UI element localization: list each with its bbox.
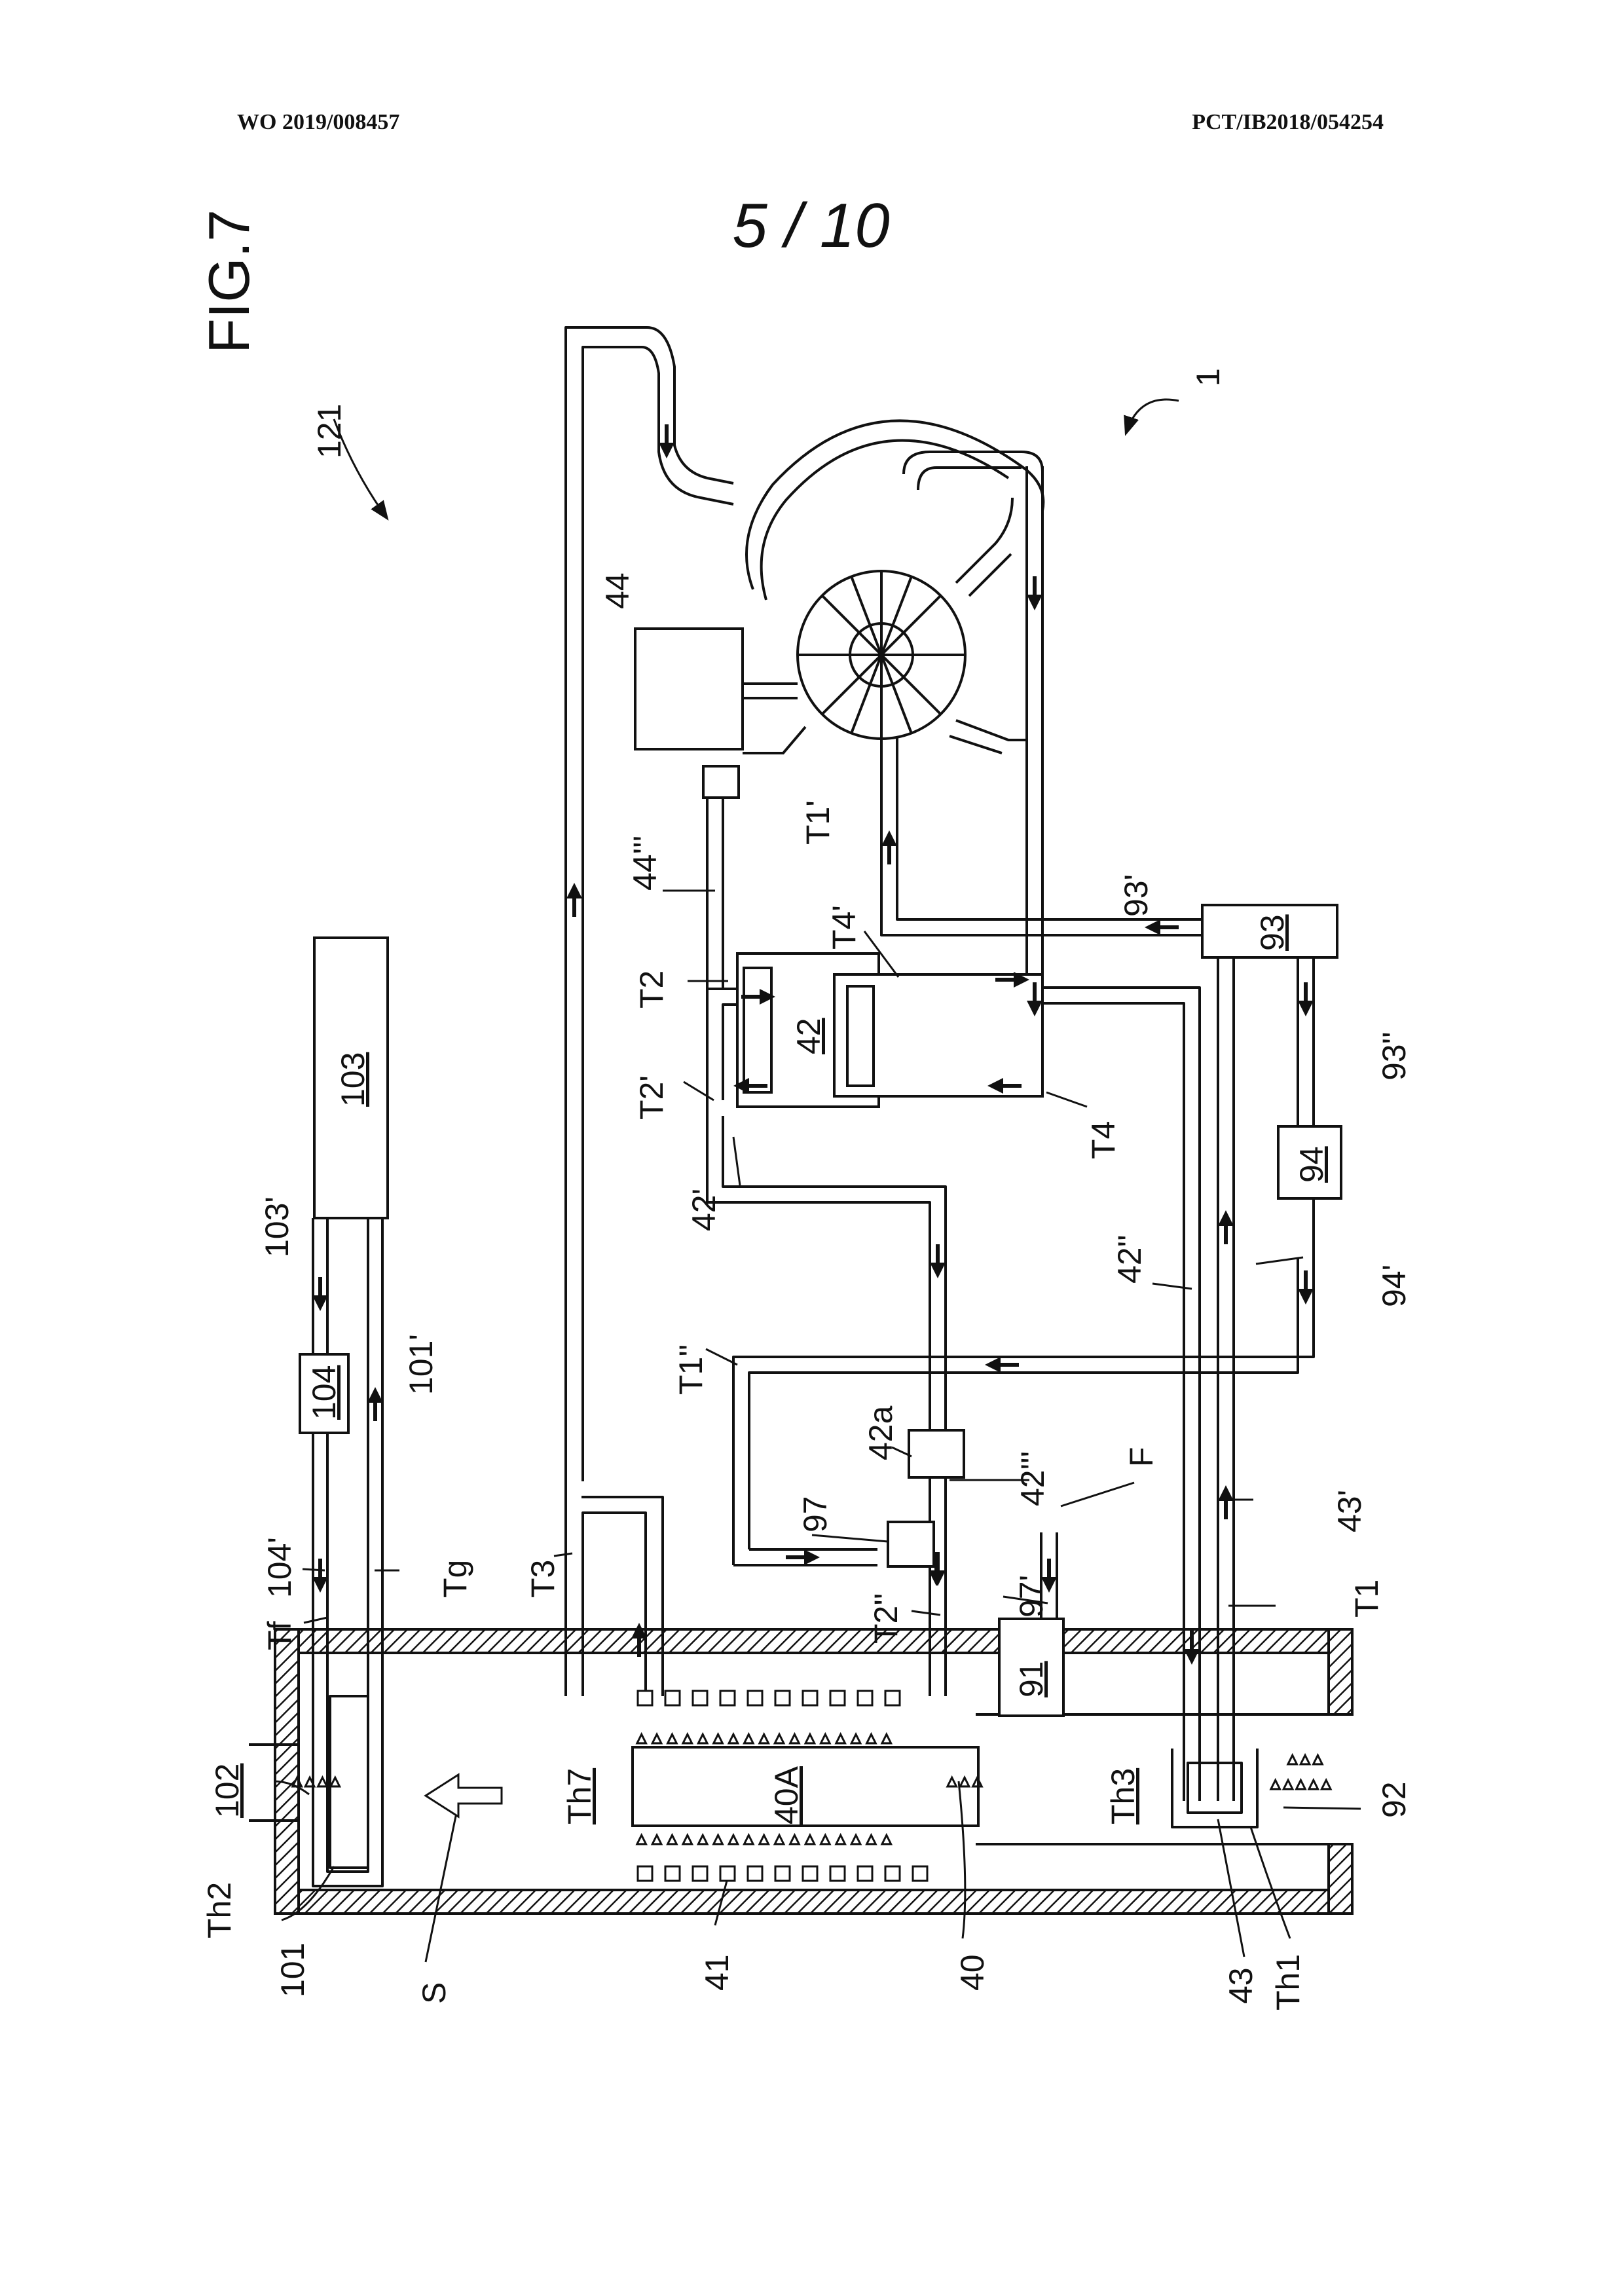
label-th1: Th1 bbox=[1270, 1954, 1306, 2010]
figure-title: FIG.7 bbox=[196, 210, 261, 354]
label-104: 104 bbox=[306, 1365, 342, 1420]
label-t1-double: T1'' bbox=[673, 1344, 709, 1395]
label-42-prime: 42' bbox=[686, 1189, 722, 1231]
label-93-double: 93'' bbox=[1376, 1031, 1412, 1081]
label-41: 41 bbox=[699, 1954, 735, 1991]
label-43-prime: 43' bbox=[1331, 1490, 1368, 1532]
label-121: 121 bbox=[311, 404, 348, 458]
s-direction-arrow bbox=[426, 1775, 502, 1817]
label-92: 92 bbox=[1376, 1781, 1412, 1818]
label-s: S bbox=[416, 1982, 452, 2004]
label-101-prime: 101' bbox=[403, 1334, 439, 1395]
label-42: 42 bbox=[790, 1018, 827, 1054]
label-93: 93 bbox=[1254, 914, 1291, 951]
svg-text:△△△: △△△ bbox=[947, 1774, 985, 1788]
label-th7: Th7 bbox=[561, 1768, 598, 1824]
label-42a: 42a bbox=[862, 1405, 899, 1460]
label-t2-double: T2'' bbox=[868, 1593, 904, 1644]
label-t3: T3 bbox=[525, 1560, 561, 1598]
svg-text:△△△△: △△△△ bbox=[292, 1774, 343, 1788]
svg-text:△△△△△△△△△△△△△△△△△: △△△△△△△△△△△△△△△△△ bbox=[636, 1832, 896, 1846]
label-103: 103 bbox=[335, 1052, 371, 1107]
label-43: 43 bbox=[1223, 1967, 1259, 2004]
label-94-prime: 94' bbox=[1376, 1265, 1412, 1307]
label-t4: T4 bbox=[1085, 1121, 1122, 1159]
label-40: 40 bbox=[954, 1954, 991, 1991]
label-103-prime: 103' bbox=[259, 1196, 295, 1257]
label-97: 97 bbox=[797, 1496, 834, 1532]
label-f: F bbox=[1123, 1447, 1160, 1467]
label-101: 101 bbox=[274, 1943, 311, 1997]
label-tg: Tg bbox=[437, 1560, 473, 1598]
label-t1: T1 bbox=[1348, 1580, 1385, 1618]
label-40a: 40A bbox=[768, 1766, 805, 1824]
label-44: 44 bbox=[599, 572, 636, 609]
label-t1-prime: T1' bbox=[800, 800, 836, 845]
label-1: 1 bbox=[1190, 368, 1226, 386]
label-104-prime: 104' bbox=[261, 1537, 298, 1598]
svg-text:△△△△△: △△△△△ bbox=[1270, 1777, 1334, 1791]
label-91: 91 bbox=[1013, 1661, 1050, 1697]
label-93-prime: 93' bbox=[1118, 874, 1154, 917]
label-42-double: 42'' bbox=[1111, 1234, 1148, 1284]
label-44-triple: 44''' bbox=[627, 836, 663, 891]
pump-rotor bbox=[743, 420, 1043, 779]
label-102: 102 bbox=[209, 1764, 246, 1818]
label-94: 94 bbox=[1293, 1146, 1330, 1183]
label-th2: Th2 bbox=[201, 1882, 238, 1938]
label-th3: Th3 bbox=[1105, 1768, 1141, 1824]
label-42-triple: 42''' bbox=[1014, 1451, 1051, 1506]
label-t2: T2 bbox=[633, 971, 670, 1009]
label-tf: Tf bbox=[261, 1621, 298, 1650]
label-97-prime: 97' bbox=[1013, 1575, 1050, 1618]
label-t4-prime: T4' bbox=[826, 905, 862, 950]
label-t2-prime: T2' bbox=[633, 1075, 670, 1120]
svg-text:△△△: △△△ bbox=[1287, 1752, 1325, 1766]
svg-text:△△△△△△△△△△△△△△△△△: △△△△△△△△△△△△△△△△△ bbox=[636, 1731, 896, 1745]
